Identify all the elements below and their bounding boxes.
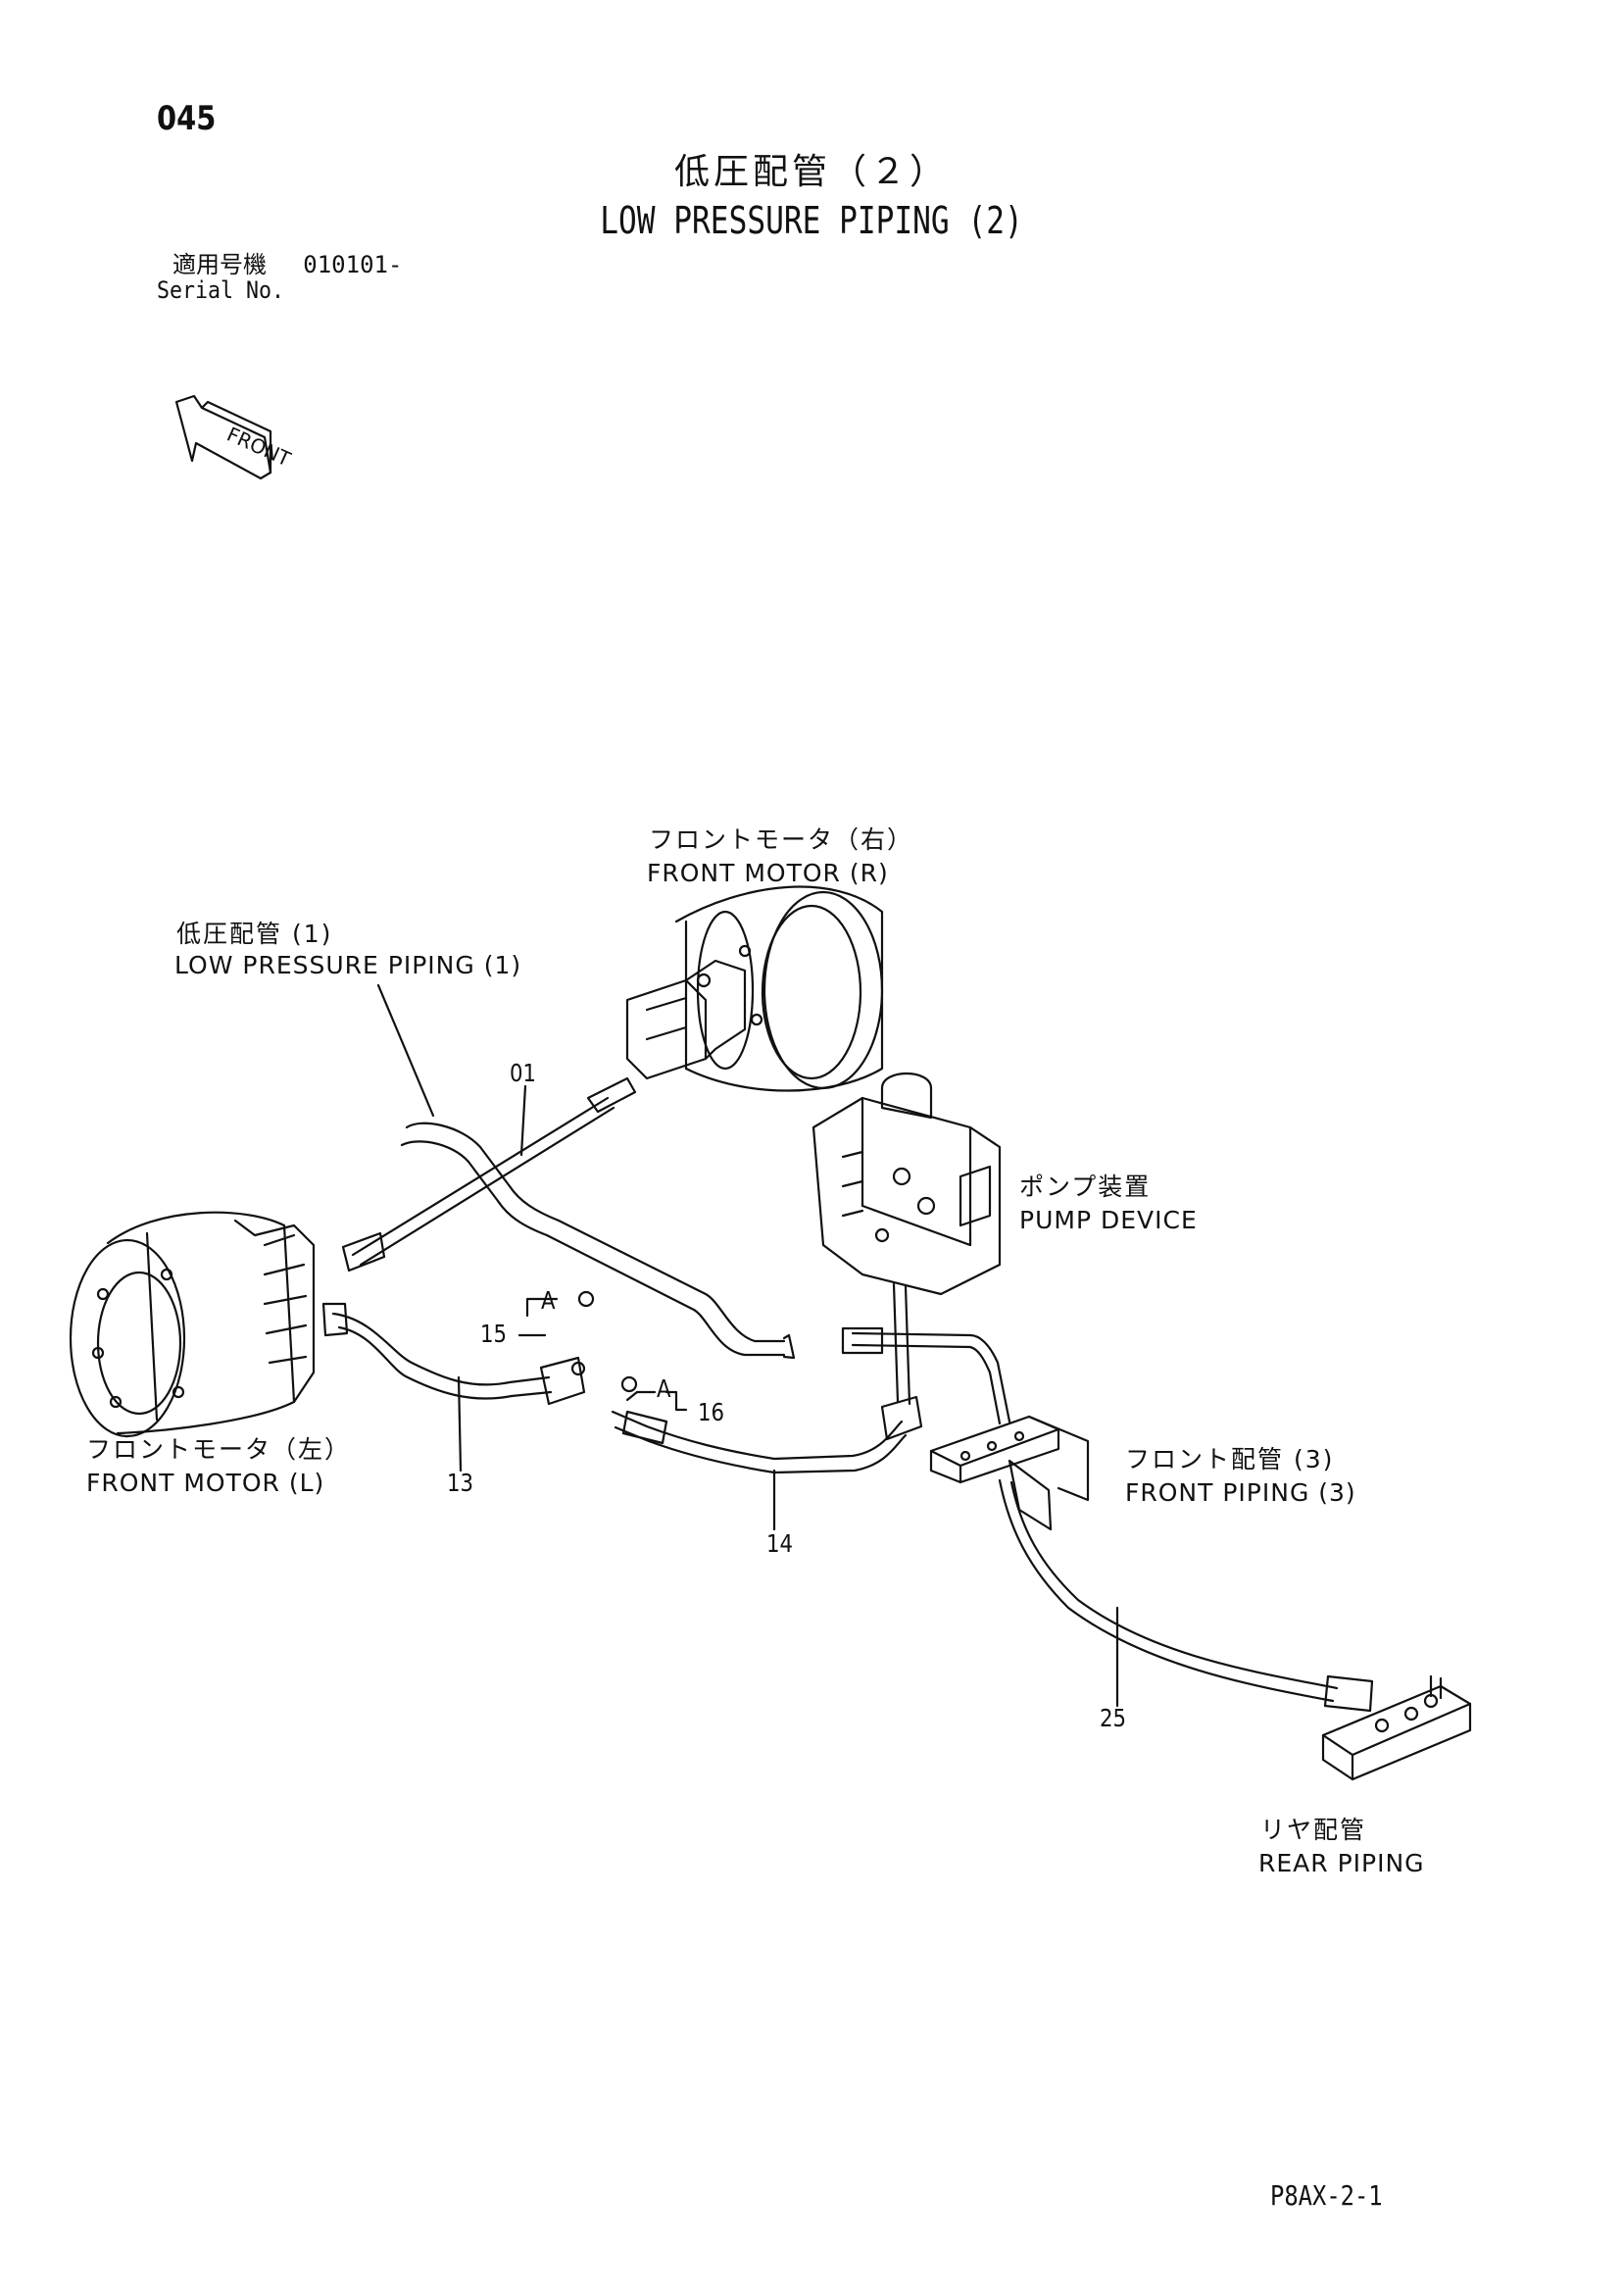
part-number-25: 25	[1100, 1704, 1127, 1732]
label-front-motor-r-en: FRONT MOTOR (R)	[647, 859, 889, 887]
hose-13	[333, 1314, 551, 1399]
part-number-14: 14	[766, 1529, 794, 1558]
hose-14	[613, 1412, 906, 1472]
front-motor-l	[71, 1213, 314, 1436]
hose-01	[353, 1098, 614, 1265]
serial-label-jp: 適用号機	[172, 251, 267, 278]
front-piping-3	[931, 1417, 1088, 1529]
detail-mark-a2: A	[657, 1374, 671, 1403]
label-front-motor-l-jp: フロントモータ（左）	[86, 1435, 352, 1464]
rear-piping	[1323, 1676, 1470, 1779]
front-arrow-icon: FRONT	[176, 396, 295, 478]
label-low-pressure-piping-1-en: LOW PRESSURE PIPING (1)	[174, 951, 522, 979]
page-number: 045	[157, 99, 217, 138]
part-number-16: 16	[698, 1398, 725, 1426]
serial-value: 010101-	[303, 251, 403, 278]
detail-mark-a1: A	[541, 1286, 556, 1315]
part-number-01: 01	[510, 1059, 537, 1087]
hose-25	[1000, 1480, 1337, 1701]
leader-13	[459, 1377, 461, 1471]
label-front-piping-3-en: FRONT PIPING (3)	[1125, 1478, 1356, 1507]
part-number-13: 13	[447, 1469, 474, 1497]
pump-device	[813, 1073, 1000, 1294]
label-rear-piping-en: REAR PIPING	[1258, 1849, 1425, 1877]
serial-line-jp: 適用号機 010101-	[172, 253, 402, 276]
label-front-motor-l-en: FRONT MOTOR (L)	[86, 1469, 325, 1497]
label-front-motor-r-jp: フロントモータ（右）	[649, 825, 914, 854]
document-code: P8AX-2-1	[1270, 2179, 1383, 2212]
low-pressure-piping-1	[402, 1123, 784, 1355]
serial-label-en: Serial No.	[157, 276, 285, 304]
label-front-piping-3-jp: フロント配管 (3)	[1125, 1445, 1335, 1473]
label-pump-device-jp: ポンプ装置	[1019, 1173, 1152, 1201]
label-pump-device-en: PUMP DEVICE	[1019, 1206, 1198, 1234]
page-title-en: LOW PRESSURE PIPING (2)	[600, 199, 1023, 242]
label-rear-piping-jp: リヤ配管	[1260, 1816, 1367, 1844]
leader-low-pressure-piping-1	[378, 985, 433, 1116]
label-low-pressure-piping-1-jp: 低圧配管 (1)	[176, 920, 333, 948]
page-title-jp: 低圧配管（２）	[673, 152, 949, 192]
leader-01	[521, 1086, 525, 1155]
front-motor-r	[627, 887, 882, 1091]
pipe-to-front-piping	[853, 1333, 1009, 1423]
part-number-15: 15	[480, 1320, 508, 1348]
